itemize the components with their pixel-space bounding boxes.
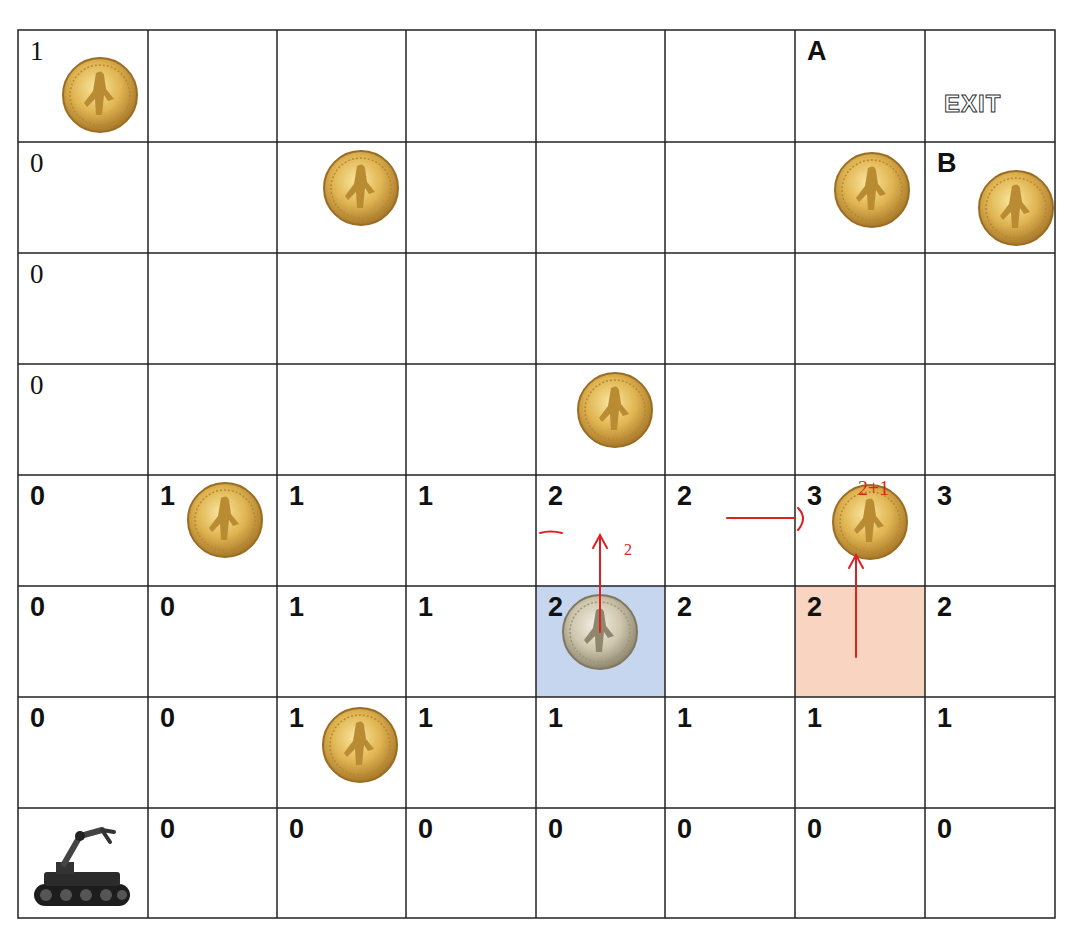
exit-label: EXIT — [944, 92, 1001, 116]
cell-value: 1 — [289, 705, 304, 732]
annotation-text: 2 — [624, 542, 632, 558]
annotation-text: 2+1 — [858, 478, 889, 498]
cell-value: 3 — [807, 483, 822, 510]
cell-value: 2 — [548, 483, 563, 510]
cell-value: 0 — [30, 261, 44, 288]
cell-value: A — [807, 38, 827, 65]
cell-value: 0 — [418, 816, 433, 843]
cell-value: 0 — [807, 816, 822, 843]
cell-value: 2 — [677, 594, 692, 621]
cell-value: 0 — [30, 705, 45, 732]
cell-value: 1 — [30, 38, 44, 65]
cell-value: 0 — [160, 594, 175, 621]
cell-value: B — [937, 150, 957, 177]
cell-value: 0 — [548, 816, 563, 843]
cell-value: 0 — [160, 816, 175, 843]
cell-value: 1 — [677, 705, 692, 732]
cell-value: 0 — [30, 150, 44, 177]
cell-value: 2 — [937, 594, 952, 621]
cell-value: 2 — [807, 594, 822, 621]
cell-value: 1 — [418, 705, 433, 732]
cell-value: 0 — [677, 816, 692, 843]
cell-value: 0 — [30, 372, 44, 399]
cell-value: 1 — [548, 705, 563, 732]
cell-value: 2 — [548, 594, 563, 621]
cell-value: 0 — [160, 705, 175, 732]
cell-value: 1 — [289, 483, 304, 510]
cell-value: 2 — [677, 483, 692, 510]
cell-value: 0 — [289, 816, 304, 843]
robot-icon — [34, 830, 130, 906]
cell-value: 3 — [937, 483, 952, 510]
cell-value: 1 — [418, 594, 433, 621]
cell-value: 1 — [160, 483, 175, 510]
cell-value: 1 — [418, 483, 433, 510]
cell-value: 0 — [30, 483, 45, 510]
cell-value: 0 — [30, 594, 45, 621]
cell-value: 1 — [937, 705, 952, 732]
cell-value: 0 — [937, 816, 952, 843]
cell-value: 1 — [289, 594, 304, 621]
cell-value: 1 — [807, 705, 822, 732]
